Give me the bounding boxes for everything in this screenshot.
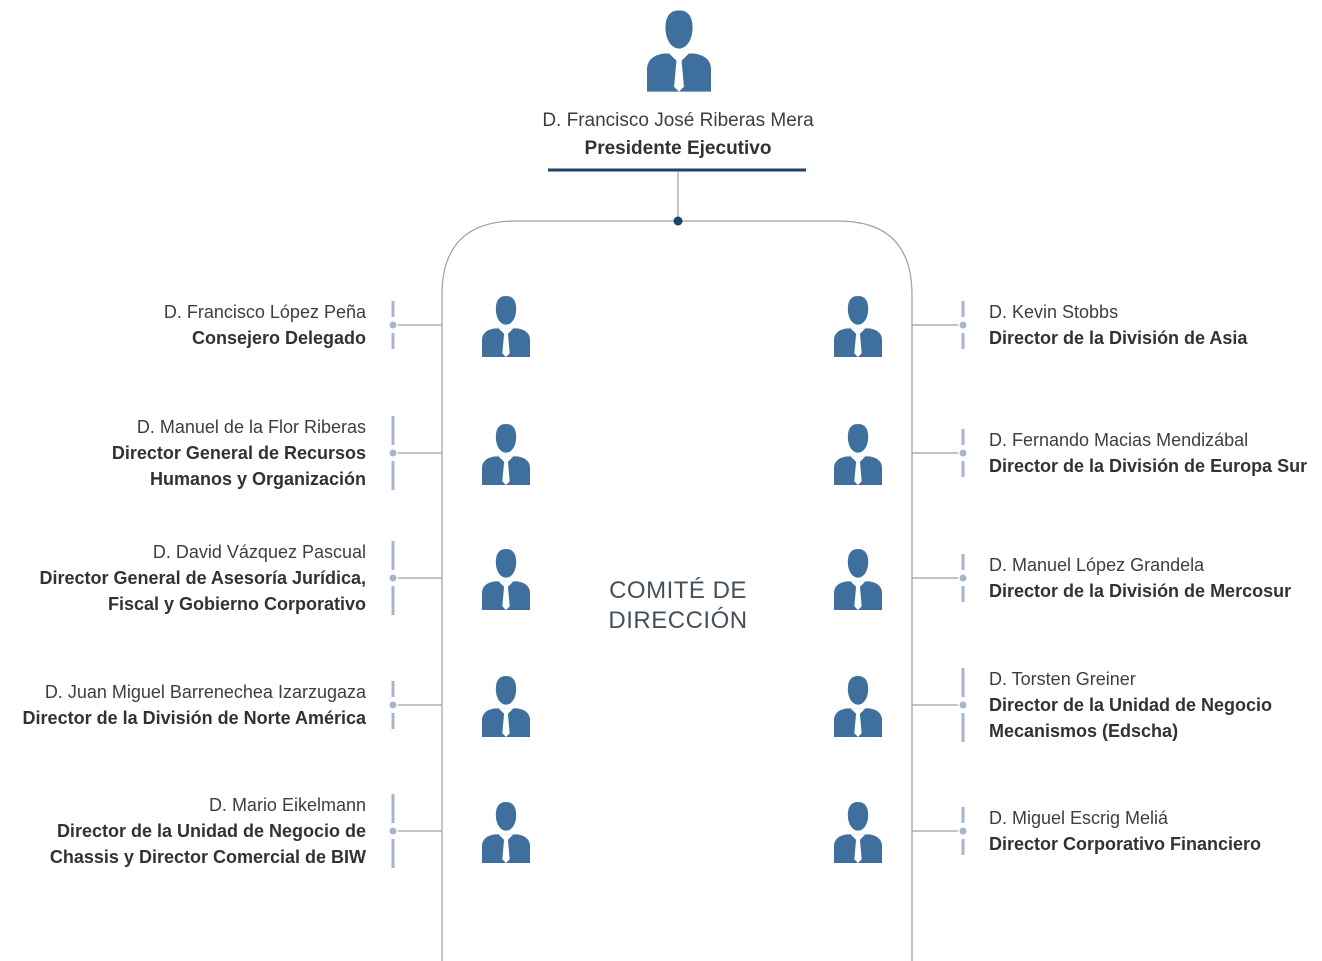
member-role: Director de la División de Asia: [989, 328, 1248, 348]
president-person-icon: [647, 10, 711, 92]
member-role: Chassis y Director Comercial de BIW: [49, 847, 366, 867]
member-name: D. Torsten Greiner: [989, 669, 1136, 689]
person-icon: [832, 676, 884, 742]
member-role: Director de la Unidad de Negocio de: [56, 821, 366, 841]
member-role: Fiscal y Gobierno Corporativo: [107, 594, 366, 614]
member-name: D. Kevin Stobbs: [989, 302, 1119, 322]
left-bracket-dot: [389, 701, 397, 709]
member-role: Director General de Recursos: [111, 443, 366, 463]
right-bracket-dot: [959, 449, 967, 457]
person-icon: [480, 296, 532, 362]
person-icon: [832, 549, 884, 615]
member-role: Consejero Delegado: [191, 328, 366, 348]
member-role: Director de la División de Europa Sur: [989, 456, 1308, 476]
member-name: D. David Vázquez Pascual: [152, 542, 366, 562]
member-role: Director Corporativo Financiero: [989, 834, 1262, 854]
member-name: D. Francisco López Peña: [163, 302, 366, 322]
member-role: Humanos y Organización: [149, 469, 366, 489]
member-name: D. Mario Eikelmann: [208, 795, 366, 815]
member-name: D. Manuel de la Flor Riberas: [136, 417, 366, 437]
left-bracket-dot: [389, 574, 397, 582]
member-role: Director de la División de Norte América: [22, 708, 366, 728]
person-icon: [480, 802, 532, 868]
left-bracket-dot: [389, 449, 397, 457]
president-label: D. Francisco José Riberas Mera President…: [478, 107, 878, 163]
committee-title-line1: COMITÉ DE: [609, 577, 747, 604]
member-name: D. Fernando Macias Mendizábal: [989, 430, 1249, 450]
president-name: D. Francisco José Riberas Mera: [542, 110, 814, 131]
member-role: Mecanismos (Edscha): [989, 721, 1179, 741]
left-bracket-dot: [389, 827, 397, 835]
member-role: Director de la División de Mercosur: [989, 581, 1292, 601]
right-bracket-dot: [959, 827, 967, 835]
member-name: D. Miguel Escrig Meliá: [989, 808, 1169, 828]
left-bracket-dot: [389, 321, 397, 329]
committee-title: COMITÉ DE DIRECCIÓN: [578, 576, 778, 636]
person-icon: [832, 424, 884, 490]
junction-dot: [673, 216, 683, 226]
right-bracket-dot: [959, 701, 967, 709]
right-bracket-dot: [959, 574, 967, 582]
committee-title-line2: DIRECCIÓN: [608, 607, 748, 634]
person-icon: [480, 424, 532, 490]
president-role: Presidente Ejecutivo: [584, 138, 772, 159]
person-icon: [832, 802, 884, 868]
member-role: Director de la Unidad de Negocio: [989, 695, 1273, 715]
person-icon: [832, 296, 884, 362]
member-name: D. Manuel López Grandela: [989, 555, 1205, 575]
person-icon: [480, 549, 532, 615]
person-icon: [480, 676, 532, 742]
member-role: Director General de Asesoría Jurídica,: [39, 568, 366, 588]
member-name: D. Juan Miguel Barrenechea Izarzugaza: [44, 682, 366, 702]
right-bracket-dot: [959, 321, 967, 329]
